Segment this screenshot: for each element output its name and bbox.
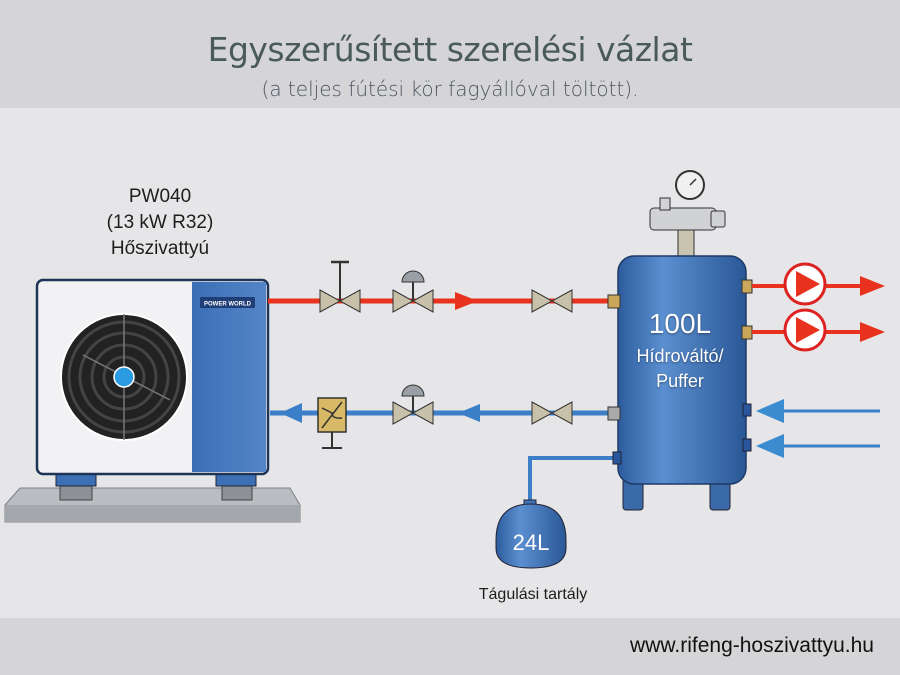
flow-arrow-icon — [860, 276, 885, 296]
brand-text: POWER WORLD — [204, 302, 252, 308]
heat-pump-unit: POWER WORLD — [35, 278, 270, 501]
heating-circuit-return-2 — [756, 434, 880, 458]
footer-url[interactable]: www.rifeng-hoszivattyu.hu — [630, 634, 874, 657]
heating-circuit-supply-2 — [752, 308, 885, 352]
header-band — [0, 0, 900, 108]
footer-band — [0, 618, 900, 675]
concrete-base — [4, 487, 301, 523]
buffer-volume: 100L — [648, 308, 712, 339]
ball-valve-icon — [319, 260, 361, 313]
heat-pump-name: Hőszivattyú — [110, 238, 210, 259]
circulation-pump-icon — [783, 262, 827, 306]
flow-arrow-icon — [455, 292, 478, 310]
expansion-tank — [495, 499, 567, 569]
expansion-volume: 24L — [513, 530, 550, 555]
flow-arrow-icon — [756, 434, 784, 458]
supply-line — [268, 260, 612, 313]
heating-circuit-return-1 — [756, 399, 880, 423]
heat-pump-model: PW040 — [128, 186, 192, 207]
return-line — [270, 384, 612, 449]
flow-arrow-icon — [280, 403, 302, 423]
page-subtitle: (a teljes fútési kör fagyállóval töltött… — [261, 77, 639, 101]
buffer-label-line1: Hídrováltó/ — [636, 346, 724, 366]
expansion-pipe — [528, 456, 618, 508]
flow-arrow-icon — [860, 322, 885, 342]
flow-arrow-icon — [756, 399, 784, 423]
buffer-label-line2: Puffer — [656, 371, 704, 391]
page-title: Egyszerűsített szerelési vázlat — [207, 30, 693, 69]
air-vent-icon — [649, 207, 717, 231]
motorized-valve-icon — [392, 270, 434, 313]
motorized-valve-icon — [392, 384, 434, 425]
circulation-pump-icon — [783, 308, 827, 352]
filter-icon — [317, 397, 347, 449]
flow-arrow-icon — [458, 404, 480, 422]
heating-circuit-supply-1 — [752, 262, 885, 306]
shutoff-valve-icon — [531, 401, 573, 425]
brand-badge — [200, 297, 255, 308]
heat-pump-label: PW040 (13 kW R32) Hőszivattyú — [60, 184, 260, 262]
fan-icon — [60, 313, 188, 441]
buffer-tank — [607, 170, 753, 511]
shutoff-valve-icon — [531, 289, 573, 313]
expansion-tank-label: Tágulási tartály — [478, 586, 588, 603]
heat-pump-spec: (13 kW R32) — [106, 212, 214, 233]
